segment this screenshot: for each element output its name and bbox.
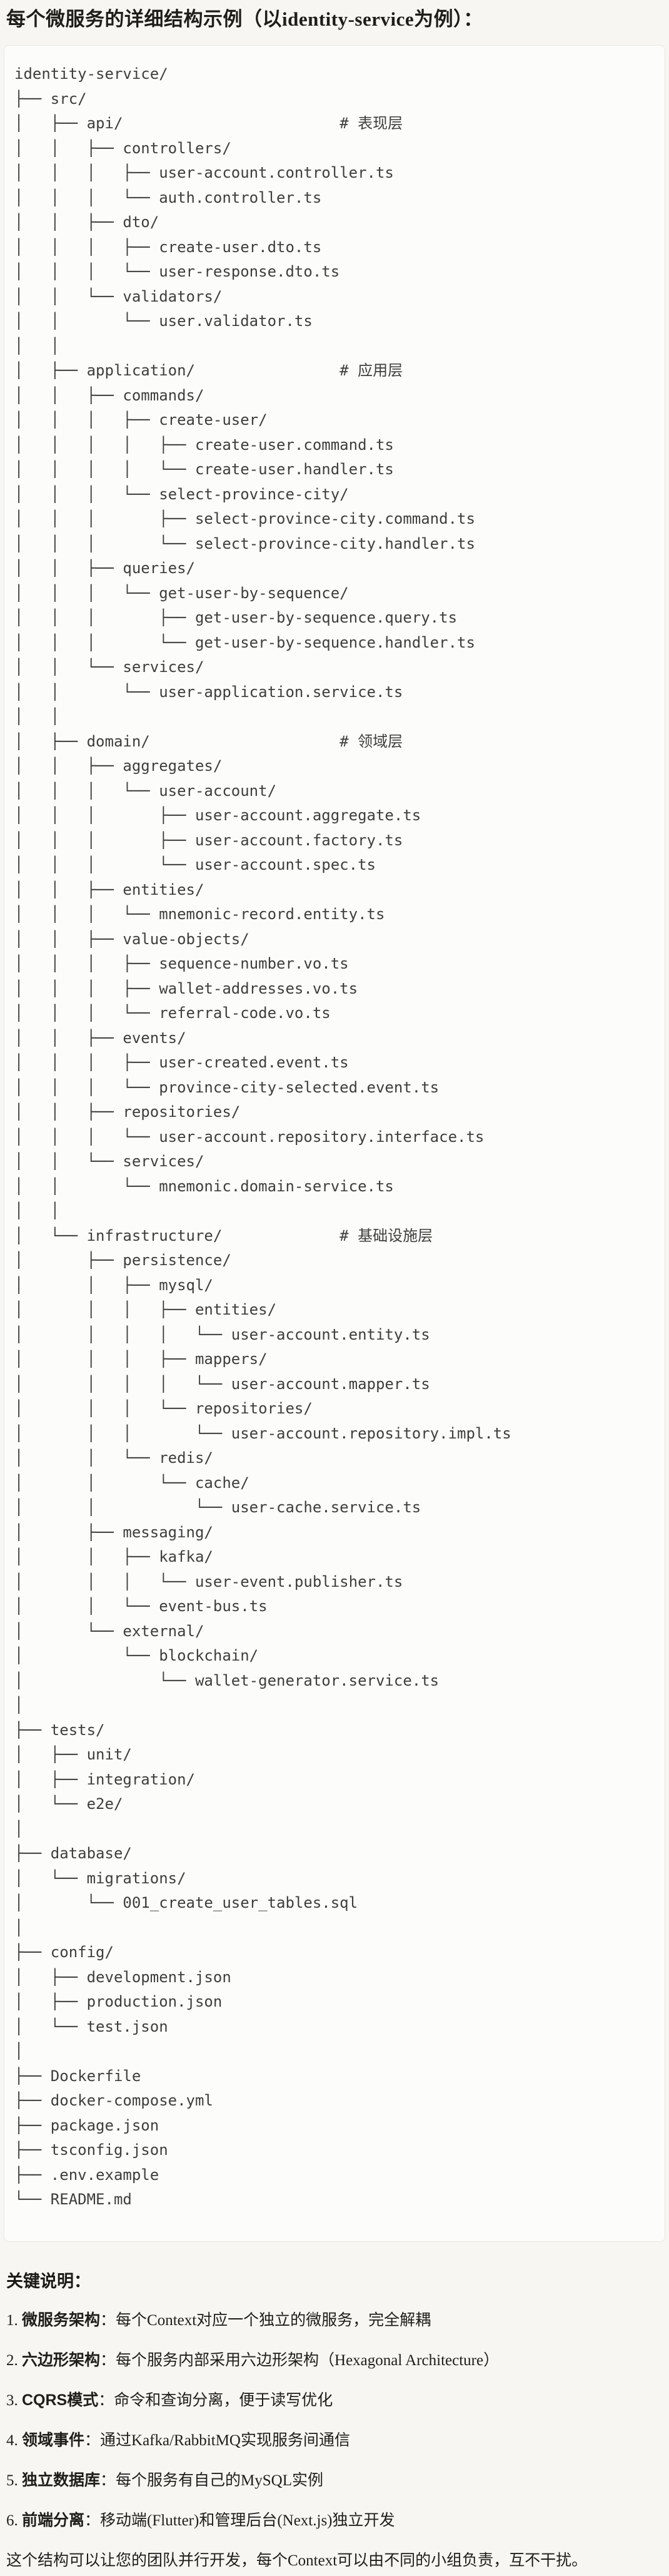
note-text: ：每个服务内部采用六边形架构（Hexagonal Architecture） xyxy=(100,2351,500,2369)
note-label: 前端分离 xyxy=(22,2511,85,2529)
note-text: ：每个服务有自己的MySQL实例 xyxy=(100,2472,323,2489)
note-label: 独立数据库 xyxy=(22,2471,101,2489)
note-number: 2. xyxy=(6,2351,22,2369)
closing-paragraph: 这个结构可以让您的团队并行开发，每个Context可以由不同的小组负责，互不干扰… xyxy=(6,2552,588,2569)
notes-section: 关键说明： 1. 微服务架构：每个Context对应一个独立的微服务，完全解耦 … xyxy=(4,2269,665,2570)
note-label: 六边形架构 xyxy=(22,2351,101,2369)
code-block: identity-service/ ├── src/ │ ├── api/ # … xyxy=(4,45,665,2242)
page-title: 每个微服务的详细结构示例（以identity-service为例）： xyxy=(6,8,483,30)
note-item-4: 4. 领域事件：通过Kafka/RabbitMQ实现服务间通信 xyxy=(6,2431,663,2450)
note-number: 6. xyxy=(6,2512,22,2529)
directory-tree: identity-service/ ├── src/ │ ├── api/ # … xyxy=(14,65,511,2208)
note-text: ：移动端(Flutter)和管理后台(Next.js)独立开发 xyxy=(84,2512,395,2529)
note-number: 1. xyxy=(6,2311,22,2329)
note-item-6: 6. 前端分离：移动端(Flutter)和管理后台(Next.js)独立开发 xyxy=(6,2511,663,2530)
note-label: 领域事件 xyxy=(22,2431,85,2449)
note-item-3: 3. CQRS模式：命令和查询分离，便于读写优化 xyxy=(6,2391,663,2410)
note-item-2: 2. 六边形架构：每个服务内部采用六边形架构（Hexagonal Archite… xyxy=(6,2351,663,2370)
note-item-1: 1. 微服务架构：每个Context对应一个独立的微服务，完全解耦 xyxy=(6,2311,663,2330)
note-number: 4. xyxy=(6,2431,22,2449)
notes-heading: 关键说明： xyxy=(6,2271,91,2291)
note-label: 微服务架构 xyxy=(22,2311,101,2329)
note-item-5: 5. 独立数据库：每个服务有自己的MySQL实例 xyxy=(6,2471,663,2490)
note-text: ：命令和查询分离，便于读写优化 xyxy=(98,2391,333,2409)
note-text: ：通过Kafka/RabbitMQ实现服务间通信 xyxy=(84,2431,350,2449)
note-number: 5. xyxy=(6,2472,22,2489)
note-text: ：每个Context对应一个独立的微服务，完全解耦 xyxy=(100,2311,431,2329)
note-label: CQRS模式 xyxy=(22,2391,99,2409)
note-number: 3. xyxy=(6,2391,22,2409)
